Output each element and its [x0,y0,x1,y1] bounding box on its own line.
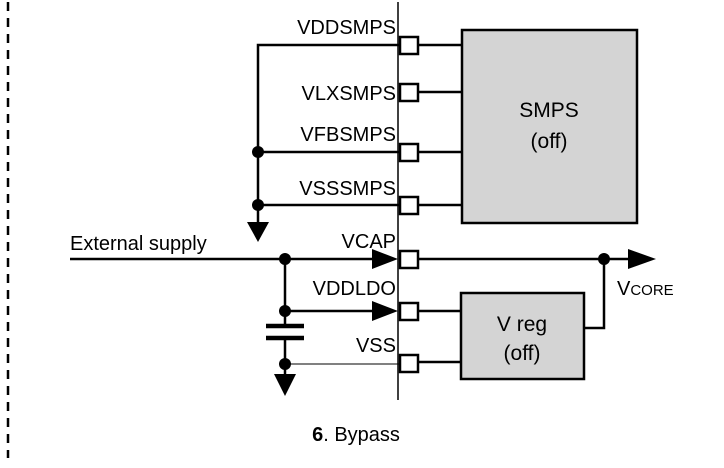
vreg-state: (off) [504,342,541,365]
vddldo-pin [398,301,420,322]
vddldo-arrow-icon [372,301,398,321]
vreg-output-wire [584,259,606,330]
vcore-junction-dot [598,253,610,265]
vlxsmps-pin [398,82,420,103]
smps-title: SMPS [519,99,579,122]
vsssmps-junction-dot [252,199,264,211]
smps-state: (off) [531,130,568,153]
vfbsmps-pin [398,142,420,163]
external-supply-label: External supply [70,233,207,255]
vcore-label-sub: CORE [630,282,673,299]
vcap-arrow-icon [372,249,398,269]
figure-caption-text: . Bypass [323,424,400,446]
vddsmps-label: VDDSMPS [297,17,396,39]
vsssmps-pin [398,195,420,216]
figure-caption: 6. Bypass [312,424,400,446]
vfbsmps-junction-dot [252,146,264,158]
vss-junction-dot [279,358,291,370]
vddldo-junction-dot [279,305,291,317]
vcap-label: VCAP [342,231,396,253]
vss-label: VSS [356,335,396,357]
vcore-label-v: V [617,278,631,300]
vss-pin [398,353,420,374]
vcap-pin [398,249,420,270]
vcore-arrow-icon [628,249,656,269]
capacitor-ground-arrow-icon [274,374,296,396]
vfbsmps-label: VFBSMPS [300,124,396,146]
smps-block [460,28,639,225]
vddsmps-pin [398,35,420,56]
vcore-label: VCORE [617,278,674,300]
vlxsmps-label: VLXSMPS [302,83,396,105]
vsssmps-label: VSSSMPS [299,178,396,200]
figure-caption-number: 6 [312,424,323,446]
vddldo-label: VDDLDO [313,278,396,300]
vreg-block [459,291,586,381]
smps-ground-arrow-icon [247,222,269,242]
vreg-title: V reg [497,313,547,336]
